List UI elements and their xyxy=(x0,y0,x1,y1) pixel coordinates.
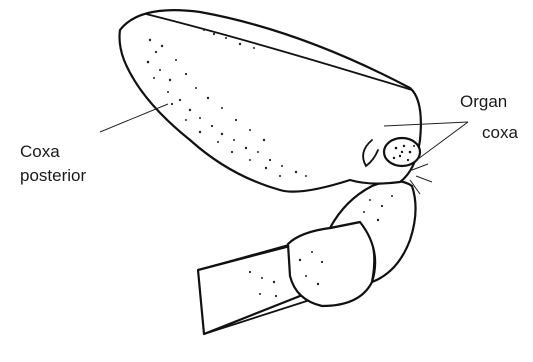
organ-leader-lower xyxy=(414,122,468,162)
organ-label-line1: Organ xyxy=(460,92,507,111)
coxa-posterior-label-line2: posterior xyxy=(20,166,86,185)
organ-label-line2: coxa xyxy=(482,123,518,142)
trochanter-segment xyxy=(288,222,374,306)
lower-leg-segment xyxy=(198,246,300,334)
coxa-posterior-body xyxy=(120,10,421,192)
coxa-posterior-leader xyxy=(100,104,168,132)
coxa-posterior-label-line1: Coxa xyxy=(20,142,60,161)
